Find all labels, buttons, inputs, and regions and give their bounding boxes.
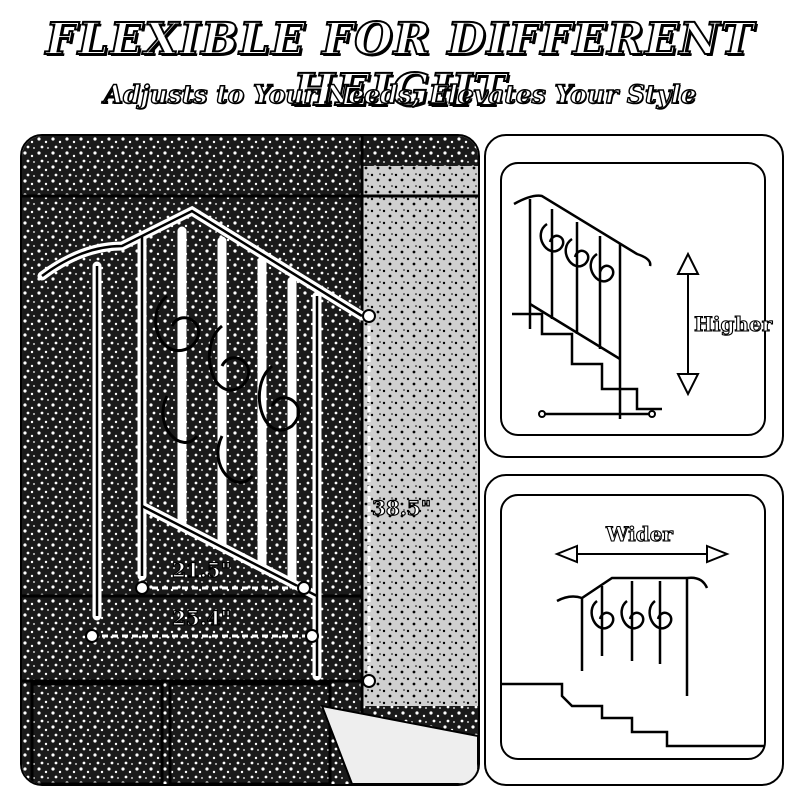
higher-label: Higher [693,311,773,336]
railing-photo-panel: 38.5" 21.5" 25.4" [20,134,480,786]
dimension-height-label: 38.5" [371,495,432,520]
page-subtitle: Adjusts to Your Needs, Elevates Your Sty… [103,79,697,109]
dimension-upper-width-label: 21.5" [171,557,232,582]
page-title: FLEXIBLE FOR DIFFERENT HEIGHT [45,13,755,117]
railing-photo-illustration [22,136,478,784]
wider-adjustment-panel: Wider [484,474,784,786]
wider-diagram-frame: Wider [500,494,766,760]
higher-diagram-frame: Higher [500,162,773,436]
dimension-lower-width-label: 25.4" [171,605,232,630]
higher-railing-diagram [512,194,700,419]
wider-railing-diagram [502,544,764,748]
wider-label: Wider [605,521,673,546]
higher-adjustment-panel: Higher [484,134,784,458]
